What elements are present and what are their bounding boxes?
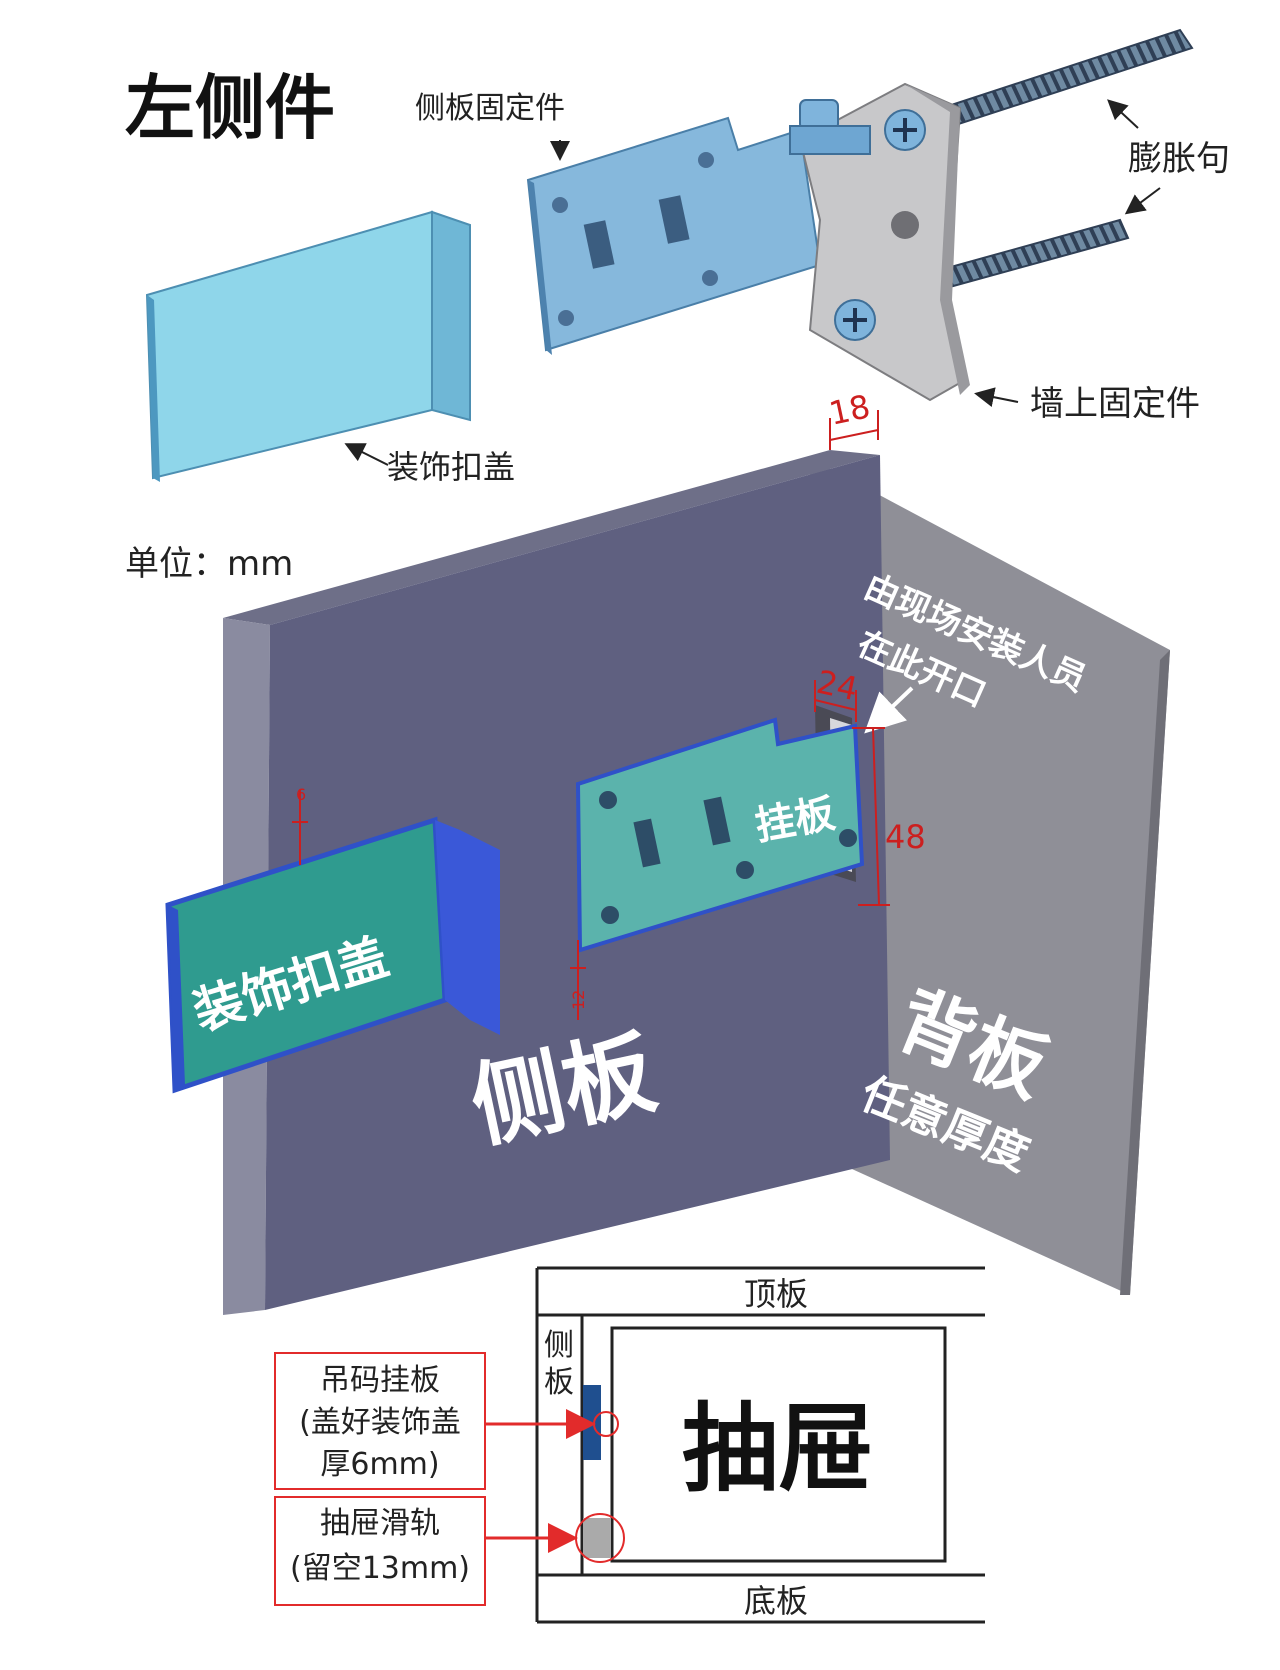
dim-opening-height: 48 (885, 818, 926, 856)
side-bracket (526, 116, 822, 355)
phillips-screw-icon (884, 109, 926, 151)
bracket-hook (789, 99, 871, 155)
dimension-24: 24 (813, 663, 861, 722)
slide-rail-marker (583, 1518, 611, 1558)
phillips-screw-icon (834, 299, 876, 341)
page-title: 左侧件 (125, 67, 335, 149)
dimension-48: 48 (852, 727, 926, 906)
dimension-12: 12 (569, 940, 588, 1020)
label-top-board: 顶板 (744, 1275, 808, 1313)
label-bottom-board: 底板 (744, 1582, 808, 1620)
hang-plate (575, 717, 865, 953)
dimension-18: 18 (826, 387, 879, 450)
callout-slide-rail (274, 1496, 486, 1606)
label-wall-bracket: 墙上固定件 (1030, 384, 1200, 424)
dim-plate-offset: 12 (569, 990, 588, 1010)
back-panel (810, 458, 1170, 1295)
dim-cover-offset: 6 (296, 785, 306, 804)
label-side-bracket: 侧板固定件 (415, 91, 565, 126)
dim-opening-width: 24 (813, 663, 861, 709)
callout1-line1: 吊码挂板 (320, 1363, 440, 1398)
unit-label: 单位：mm (125, 544, 293, 584)
label-cover-top: 装饰扣盖 (387, 448, 515, 486)
dimension-6: 6 (292, 785, 308, 865)
drawer-box (610, 1326, 947, 1563)
decor-cover-top (145, 210, 471, 482)
decor-cover-front (165, 816, 500, 1094)
label-expansion-hook: 膨胀句 (1128, 139, 1230, 179)
label-drawer: 抽屉 (682, 1393, 874, 1505)
label-side-board-1: 侧 (544, 1328, 574, 1363)
dim-top-gap: 18 (826, 387, 874, 433)
callout2-line2: (留空13mm) (290, 1551, 470, 1586)
callout1-line2: (盖好装饰盖 (299, 1405, 461, 1440)
label-side-board-2: 板 (544, 1365, 574, 1400)
callout2-line1: 抽屉滑轨 (320, 1506, 440, 1541)
callout1-line3: 厚6mm) (320, 1447, 439, 1482)
callout-hang-plate (274, 1352, 486, 1490)
